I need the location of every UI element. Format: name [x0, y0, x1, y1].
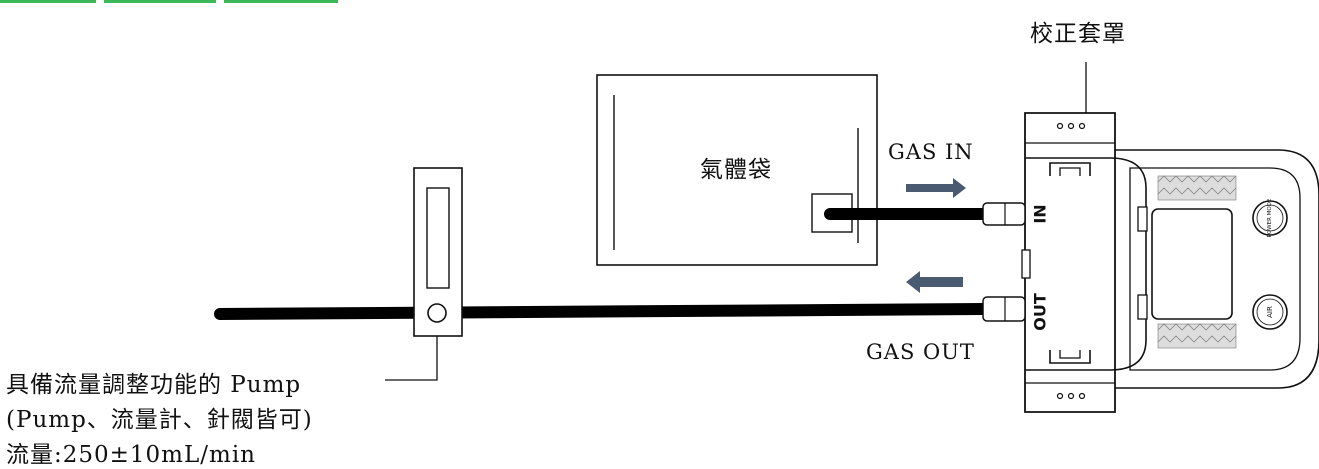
port-in-label: IN	[1031, 204, 1050, 223]
air-button[interactable]	[1252, 294, 1288, 330]
gas-in-arrow	[906, 178, 966, 198]
calibration-cap-label: 校正套罩	[1030, 21, 1126, 47]
top-tab-2[interactable]	[104, 0, 216, 3]
gas-out-label: GAS OUT	[866, 340, 975, 364]
air-button-label: AIR	[1266, 306, 1274, 318]
flow-meter	[413, 167, 463, 337]
top-tab-3[interactable]	[224, 0, 338, 3]
gas-out-tube	[214, 303, 989, 320]
gas-bag-label: 氣體袋	[700, 157, 772, 183]
gas-in-label: GAS IN	[888, 140, 974, 164]
pump-leader-line	[385, 336, 438, 381]
detector-device: IN OUT POWER MODE AIR	[982, 112, 1319, 413]
gas-out-arrow	[906, 271, 963, 293]
pump-description-line-2: (Pump、流量計、針閥皆可)	[6, 407, 313, 433]
power-mode-button[interactable]	[1252, 200, 1288, 236]
pump-flow-rate: 流量:250±10mL/min	[6, 442, 256, 468]
pump-description-line-1: 具備流量調整功能的 Pump	[6, 372, 302, 398]
top-tab-1[interactable]	[0, 0, 96, 3]
port-out-label: OUT	[1031, 293, 1050, 331]
power-mode-button-label: POWER MODE	[1267, 198, 1273, 237]
gas-bag	[596, 74, 878, 266]
